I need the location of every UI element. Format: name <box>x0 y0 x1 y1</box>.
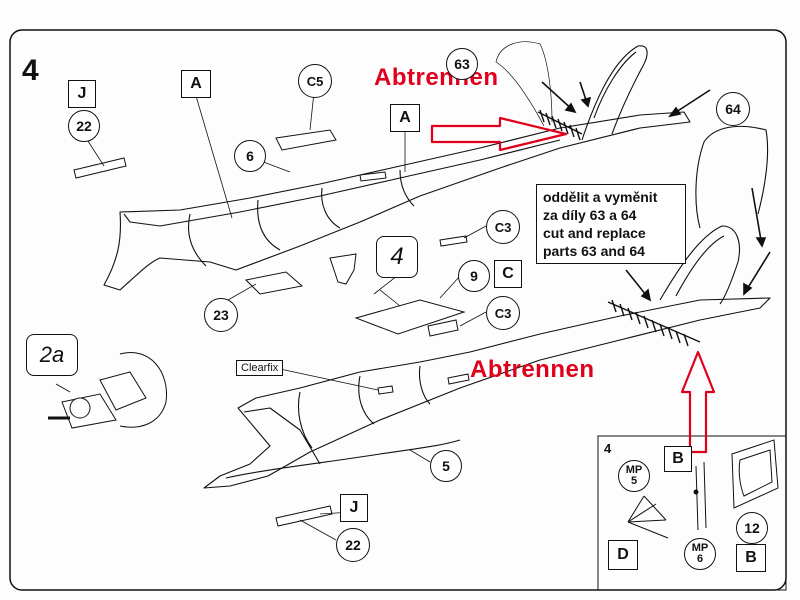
note-line-1: oddělit a vyměnit <box>543 189 658 205</box>
clearfix-tag: Clearfix <box>236 360 284 376</box>
part-number-c3-mid: C3 <box>486 296 520 330</box>
part-label-j-bottom: J <box>340 494 368 522</box>
note-line-2: za díly 63 a 64 <box>543 207 637 223</box>
part-number-22-top: 22 <box>68 110 100 142</box>
inset-step-number: 4 <box>604 441 612 456</box>
part-number-23: 23 <box>204 298 238 332</box>
subassembly-label-2a: 2a <box>26 334 78 376</box>
warning-cut-off-top: Abtrennen <box>374 64 499 91</box>
cockpit-subassembly-2a <box>48 352 167 429</box>
inset-part-label-b-bottom: B <box>736 544 766 572</box>
upper-fuselage-half <box>103 41 691 291</box>
subassembly-label-4: 4 <box>376 236 418 278</box>
inset-part-label-d: D <box>608 540 638 570</box>
small-parts <box>73 129 470 527</box>
mp5-number: 5 <box>630 475 638 487</box>
red-arrow-up <box>680 350 716 454</box>
note-line-4: parts 63 and 64 <box>543 243 645 259</box>
inset-part-label-b-top: B <box>664 446 692 472</box>
part-number-64: 64 <box>716 92 750 126</box>
part-number-c5: C5 <box>298 64 332 98</box>
part-number-mp6: MP 6 <box>684 538 716 570</box>
part-label-a-left: A <box>181 70 211 98</box>
part-number-5: 5 <box>430 450 462 482</box>
mp6-number: 6 <box>696 553 704 565</box>
lower-fuselage-half <box>203 125 771 489</box>
part-number-22-bottom: 22 <box>336 528 370 562</box>
mp5-prefix: MP <box>625 464 643 476</box>
part-number-63: 63 <box>446 48 478 80</box>
pointer-lines-top <box>541 81 711 118</box>
part-label-c: C <box>494 260 522 288</box>
instruction-note: oddělit a vyměnit za díly 63 a 64 cut an… <box>536 184 686 264</box>
subassembly-4-text: 4 <box>390 243 404 270</box>
warning-cut-off-bottom: Abtrennen <box>470 356 595 383</box>
red-arrow-right <box>430 116 568 152</box>
cut-line-bottom <box>607 299 701 347</box>
leader-lines <box>85 91 487 541</box>
note-line-3: cut and replace <box>543 225 646 241</box>
cut-line-top <box>537 109 583 141</box>
pointer-lines-bottom <box>625 187 771 302</box>
subassembly-2a-text: 2a <box>39 342 65 367</box>
part-number-c3-top: C3 <box>486 210 520 244</box>
step-number: 4 <box>22 54 39 87</box>
part-number-mp5: MP 5 <box>618 460 650 492</box>
part-label-a-right: A <box>390 104 420 132</box>
inset-parts <box>627 439 779 539</box>
part-number-9: 9 <box>458 260 490 292</box>
part-number-12: 12 <box>736 512 768 544</box>
part-label-j-top: J <box>68 80 96 108</box>
sheet-frame <box>9 29 787 591</box>
part-number-6: 6 <box>234 140 266 172</box>
mp6-prefix: MP <box>691 542 709 554</box>
inset-frame <box>597 435 787 591</box>
